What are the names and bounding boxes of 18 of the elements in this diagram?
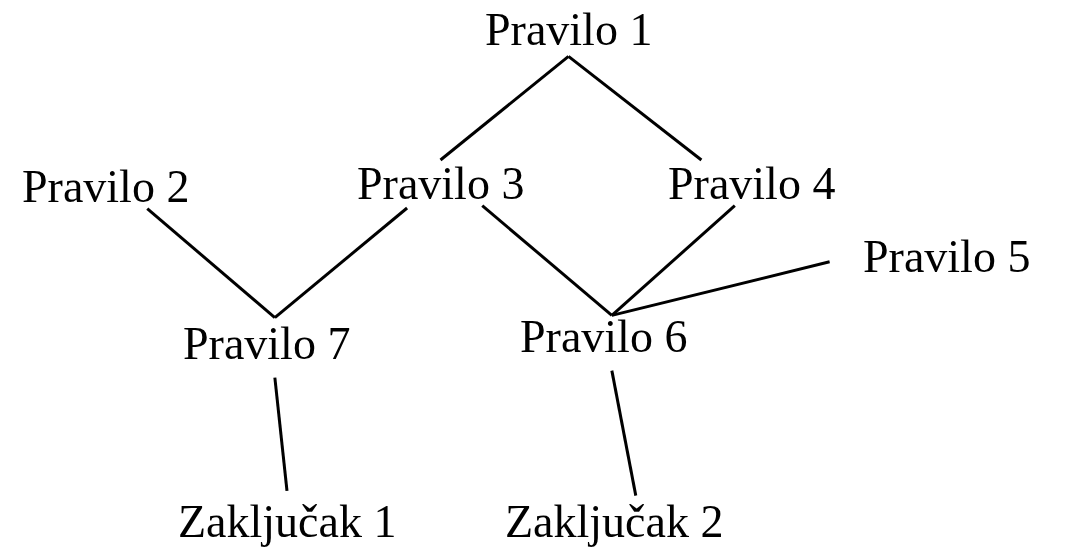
connector-line <box>439 55 570 162</box>
node-label: Zaključak 1 <box>178 498 397 546</box>
connector-line <box>611 260 830 317</box>
node-label: Pravilo 3 <box>357 160 525 208</box>
node-label: Pravilo 4 <box>668 160 836 208</box>
connector-line <box>567 55 703 162</box>
node-label: Pravilo 7 <box>183 320 351 368</box>
node-label: Pravilo 2 <box>22 163 190 211</box>
node-label: Pravilo 1 <box>485 6 653 54</box>
node-label: Pravilo 5 <box>863 233 1031 281</box>
connector-line <box>273 377 289 491</box>
node-label: Zaključak 2 <box>505 498 724 546</box>
connector-line <box>146 207 276 319</box>
connector-line <box>610 370 638 496</box>
node-label: Pravilo 6 <box>520 313 688 361</box>
connector-line <box>610 204 736 317</box>
connector-line <box>273 206 409 319</box>
connector-line <box>481 204 613 317</box>
